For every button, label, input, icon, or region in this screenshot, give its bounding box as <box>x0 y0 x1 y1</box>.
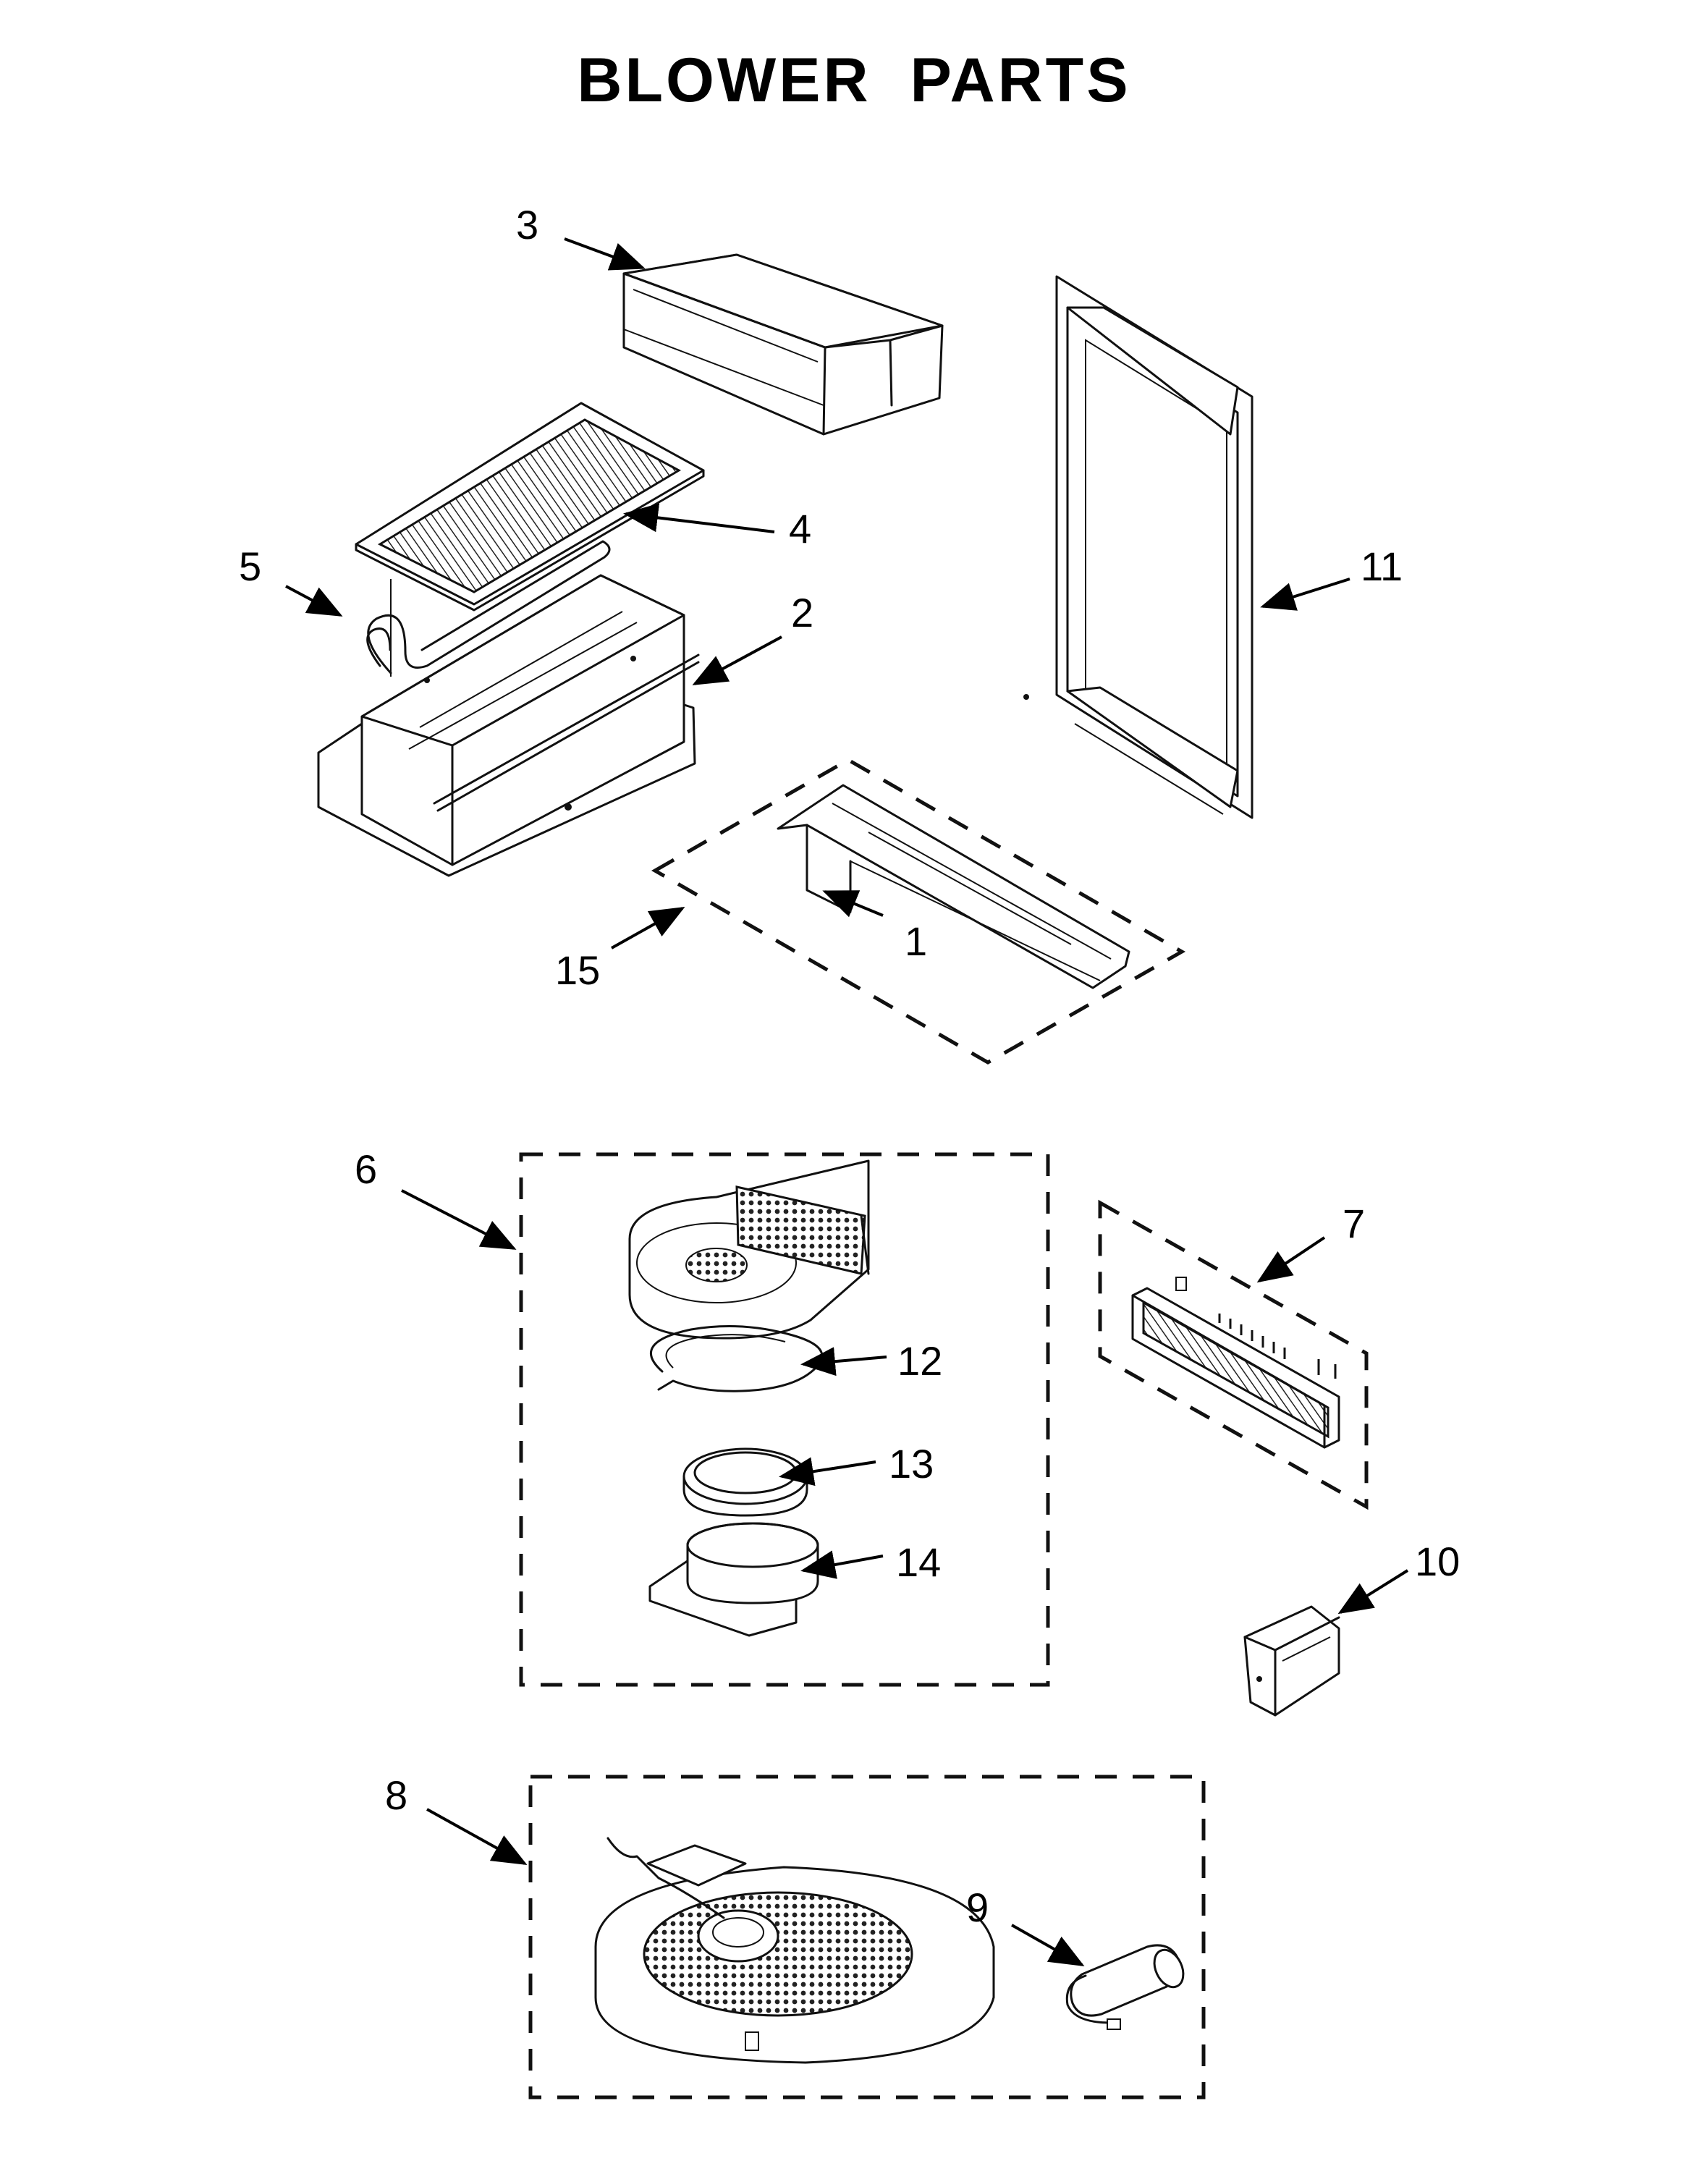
callout-1: 1 <box>905 918 927 964</box>
part-5-hose[interactable] <box>366 540 611 677</box>
callout-10: 10 <box>1415 1539 1460 1584</box>
part-1-bracket[interactable] <box>777 784 1130 989</box>
callout-9: 9 <box>966 1885 989 1930</box>
callout-14: 14 <box>896 1539 941 1585</box>
assembly-15-outline <box>651 758 1186 1065</box>
part-11-side-frame[interactable] <box>1023 275 1253 819</box>
page-title: BLOWER PARTS <box>577 46 1131 115</box>
callout-8: 8 <box>385 1772 407 1818</box>
callout-4: 4 <box>789 506 811 551</box>
part-4-filter[interactable] <box>355 402 705 612</box>
callout-arrows <box>285 237 1409 1966</box>
callout-3: 3 <box>516 202 538 248</box>
callout-6: 6 <box>355 1146 377 1192</box>
callout-11: 11 <box>1361 544 1403 589</box>
assembly-6-outline <box>519 1152 1050 1687</box>
callout-12: 12 <box>897 1338 942 1384</box>
part-7-grille[interactable] <box>1131 1277 1340 1449</box>
callout-13: 13 <box>889 1441 934 1487</box>
callout-2: 2 <box>791 590 813 635</box>
assembly-8-outline <box>528 1775 1206 2099</box>
callout-labels: 3 4 5 2 11 1 15 6 7 12 13 14 10 8 9 <box>239 202 1460 1930</box>
part-8-blower-motor[interactable] <box>594 1837 995 2064</box>
part-9-capacitor[interactable] <box>1065 1944 1188 2030</box>
callout-7: 7 <box>1343 1201 1365 1246</box>
part-13-gasket[interactable] <box>682 1447 808 1517</box>
part-6-housing[interactable] <box>628 1159 870 1340</box>
part-2-blower-housing[interactable] <box>317 574 700 877</box>
assembly-7-outline <box>1098 1199 1369 1510</box>
part-10-bracket[interactable] <box>1243 1605 1340 1717</box>
callout-5: 5 <box>239 544 261 589</box>
callout-15: 15 <box>555 947 600 993</box>
part-14-collar[interactable] <box>648 1522 819 1637</box>
part-3-duct-cover[interactable] <box>622 253 944 436</box>
